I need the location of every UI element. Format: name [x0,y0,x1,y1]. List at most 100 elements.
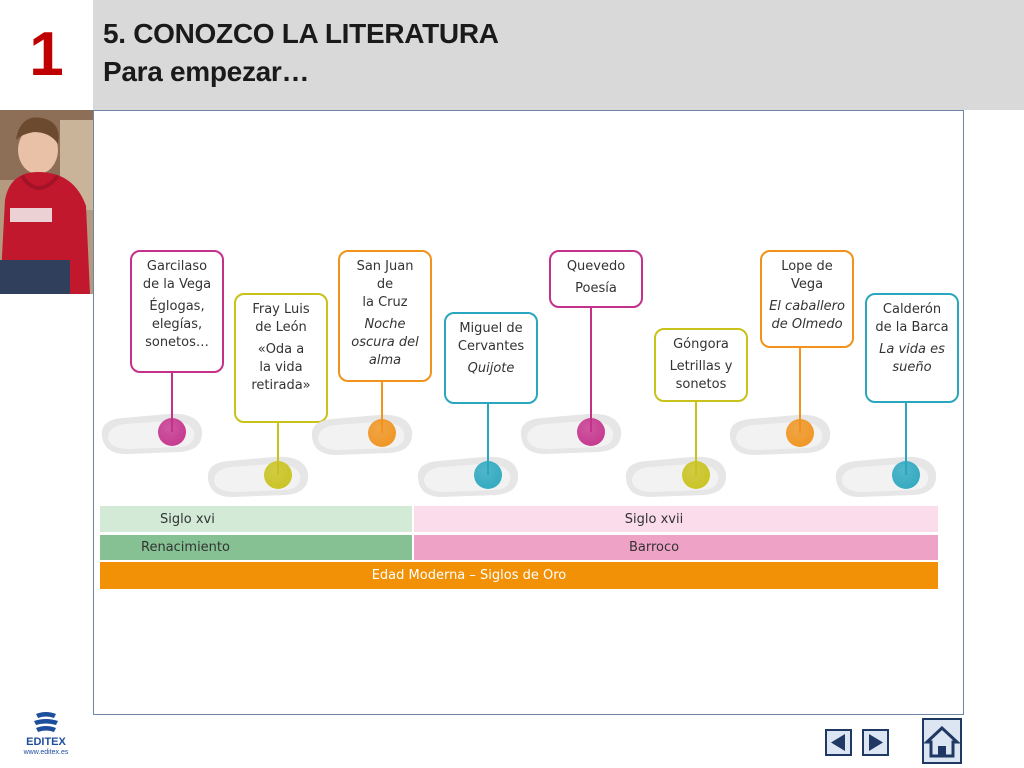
author-name-line: de la Vega [142,277,212,292]
era-band: Edad Moderna – Siglos de Oro [100,562,938,589]
author-works-line: Noche [364,317,406,332]
timeline-stem [171,373,173,432]
author-name-line: Lope de [781,259,833,274]
author-works-line: de Olmedo [771,317,843,332]
timeline-dot [682,461,710,489]
footprint-icon [835,456,937,497]
author-name-line: Fray Luis [252,302,310,317]
home-button[interactable] [922,718,962,764]
century-label-xvi: Siglo xvi [160,511,215,527]
movement-band-renacimiento: Renacimiento [100,535,412,560]
page-title: 5. CONOZCO LA LITERATURA [103,18,499,49]
page-subtitle: Para empezar… [103,56,310,87]
footprint-icon [520,413,622,454]
author-name-line: San Juan [356,259,414,274]
timeline-dot [892,461,920,489]
timeline-dot [474,461,502,489]
timeline-stem [905,403,907,475]
author-name-line: Garcilaso [146,259,208,274]
author-name-line: la Cruz [362,295,408,310]
author-name: Quevedo [555,258,637,276]
author-works: Quijote [450,360,532,378]
unit-number: 1 [0,0,93,110]
timeline-dot [368,419,396,447]
author-name: Miguel de Cervantes [450,320,532,356]
author-works-line: Quijote [467,361,515,376]
author-works-line: sonetos [675,377,727,392]
timeline-dot [264,461,292,489]
author-name-line: Góngora [673,337,729,352]
author-works: Poesía [555,280,637,298]
previous-slide-button[interactable] [825,729,852,756]
author-name-line: Quevedo [566,259,626,274]
literature-timeline: Siglo xvi Siglo xvii Renacimiento Barroc… [100,240,959,595]
author-works-line: elegías, [151,317,203,332]
timeline-dot [158,418,186,446]
author-works: Letrillas y sonetos [660,358,742,394]
author-name-line: de [376,277,394,292]
author-works-line: sueño [892,360,932,375]
movement-label-barroco: Barroco [628,540,680,555]
timeline-stem [381,382,383,433]
home-icon [923,725,961,758]
footprint-icon [101,413,203,454]
student-photo [0,110,93,294]
era-label: Edad Moderna – Siglos de Oro [371,568,567,583]
author-works-line: La vida es [879,342,945,357]
author-name-line: Miguel de [459,321,523,336]
author-name-line: de León [255,320,307,335]
author-works: Églogas,elegías,sonetos… [136,298,218,352]
author-works: La vida es sueño [871,341,953,377]
author-name: Garcilaso de la Vega [136,258,218,294]
century-label-xvii: Siglo xvii [624,511,684,527]
timeline-stem [799,348,801,433]
author-works: «Oda a la vida retirada» [240,341,322,395]
author-bubble: Fray Luis de León «Oda a la vida retirada» [234,293,328,423]
author-works-line: Poesía [575,281,617,296]
editex-logo-mark [34,712,58,732]
header-bar: 5. CONOZCO LA LITERATURA Para empezar… [93,0,1024,110]
century-band-xvi: Siglo xvi [100,506,412,532]
next-slide-button[interactable] [862,729,889,756]
timeline-stem [695,402,697,475]
author-works-line: «Oda a [257,342,305,357]
triangle-left-icon [831,734,845,751]
author-name-line: Vega [790,277,824,292]
timeline-dot [786,419,814,447]
editex-logo: EDITEX www.editex.es [18,710,74,760]
timeline-stem [487,404,489,475]
author-works-line: El caballero [769,299,845,314]
author-name: Fray Luis de León [240,301,322,337]
footprint-icon [625,456,727,497]
author-works-line: retirada» [251,378,311,393]
timeline-stem [277,423,279,475]
author-name: San Juan de la Cruz [344,258,426,312]
author-works-line: alma [368,353,402,368]
footprint-icon [417,456,519,497]
footprint-icon [207,456,309,497]
author-name: Lope de Vega [766,258,848,294]
logo-url: www.editex.es [23,749,69,756]
author-works: El caballero de Olmedo [766,298,848,334]
footprint-icon [729,414,831,455]
author-works-line: la vida [259,360,303,375]
author-name: Góngora [660,336,742,354]
timeline-stem [590,308,592,432]
triangle-right-icon [869,734,883,751]
footprint-icon [311,414,413,455]
author-works-line: Letrillas y [669,359,733,374]
author-works-line: sonetos… [145,335,209,350]
author-name-line: Cervantes [457,339,525,354]
author-bubble: Lope de Vega El caballero de Olmedo [760,250,854,348]
timeline-dot [577,418,605,446]
movement-label-renacimiento: Renacimiento [141,540,230,555]
author-name-line: Calderón [882,302,942,317]
